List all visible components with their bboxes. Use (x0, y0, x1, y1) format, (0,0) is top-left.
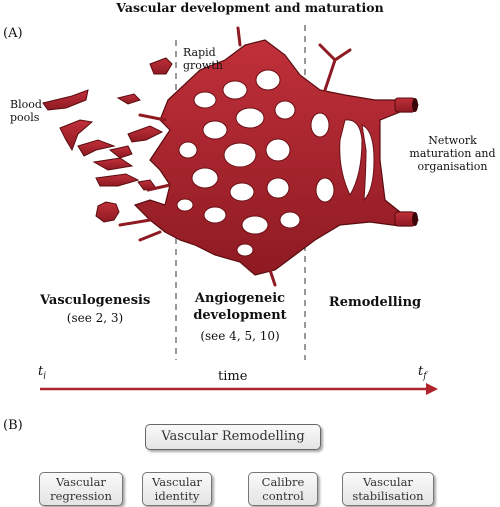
figure-title: Vascular development and maturation (116, 0, 384, 15)
blood-pools-blobs (42, 57, 173, 223)
vascular-remodelling-box: Vascular Remodelling (145, 424, 321, 450)
vascular-identity-box: Vascular identity (142, 472, 212, 506)
blood-pools-label: Blood pools (10, 98, 42, 124)
calibre-control-box: Calibre control (248, 472, 318, 506)
stage-angiogeneic-ref: (see 4, 5, 10) (200, 329, 280, 343)
vessel-network-illustration (40, 25, 438, 395)
panel-a-label: (A) (3, 26, 23, 41)
panel-b-label: (B) (3, 418, 23, 433)
stage-angiogeneic-name: Angiogeneic development (193, 291, 287, 323)
vascular-stabilisation-box: Vascular stabilisation (342, 472, 434, 506)
vessel-mesh (118, 26, 419, 287)
stage-vasculogenesis-ref: (see 2, 3) (66, 311, 124, 325)
network-maturation-label: Network maturation and organisation (409, 134, 496, 173)
vascular-regression-box: Vascular regression (39, 472, 123, 506)
timeline-start-label: ti (38, 364, 47, 382)
stage-vasculogenesis-name: Vasculogenesis (40, 293, 151, 308)
timeline-end-label: tf (418, 364, 427, 382)
timeline-arrow-head (426, 383, 438, 395)
timeline-label: time (218, 369, 248, 384)
rapid-growth-label: Rapid growth (183, 46, 223, 72)
stage-remodelling-name: Remodelling (328, 295, 422, 310)
